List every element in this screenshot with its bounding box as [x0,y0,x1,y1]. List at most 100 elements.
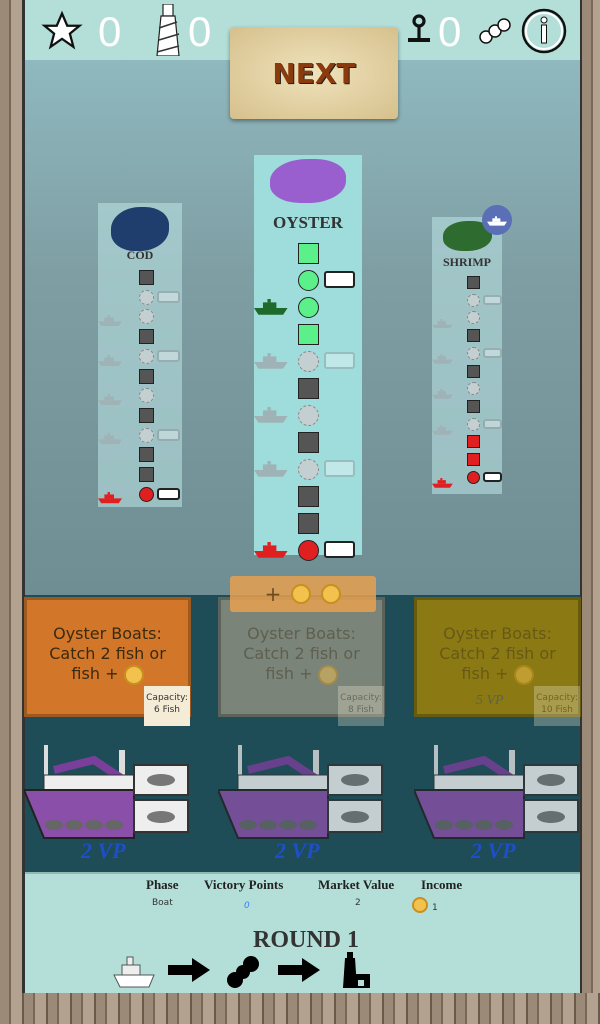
anchor-icon [408,14,430,42]
coin-icon [123,664,144,685]
plus-label: + [264,582,282,606]
track-square[interactable] [466,276,480,289]
market-value: 2 [355,898,361,908]
star-icon [41,10,83,50]
boat-icon [254,542,288,558]
capacity-text: Capacity: [340,693,382,703]
boat-vp: 2 VP [471,838,516,863]
track-circle[interactable] [466,293,480,307]
card-line: fish + [461,664,509,683]
phase-value: Boat [152,898,173,908]
boat-icon [98,390,122,406]
track-square[interactable] [297,486,319,507]
track-square[interactable] [138,407,154,423]
boat-icon [432,473,453,488]
track-circle[interactable] [297,297,319,318]
track-square[interactable] [138,447,154,463]
fish-roe-icon [227,956,259,988]
lighthouse-icon [343,952,370,988]
track-square[interactable] [297,432,319,453]
track-circle[interactable] [466,470,480,484]
track-circle[interactable] [466,346,480,360]
track-square[interactable] [138,467,154,482]
cod-icon [110,207,170,251]
track-circle[interactable] [138,309,154,325]
capacity-value: 10 Fish [541,705,573,715]
track-shrimp: SHRIMP [432,205,512,494]
lighthouse-count: 0 [188,8,212,55]
track-square[interactable] [466,399,480,413]
track-circle[interactable] [138,289,154,305]
license-icon [157,349,180,362]
track-square[interactable] [297,378,319,399]
capacity-label: Capacity:10 Fish [534,686,580,726]
boat-icon [432,349,453,364]
wood-frame-left [0,0,22,1024]
arrow-right-icon [278,958,320,982]
boat-badge-icon [482,205,512,235]
track-circle[interactable] [297,540,319,561]
track-square[interactable] [138,329,154,345]
star-count: 0 [98,8,122,55]
track-circle[interactable] [466,417,480,431]
boat-icon [432,420,453,435]
round-label: ROUND 1 [253,927,359,953]
oyster-boat[interactable] [216,745,384,840]
track-circle[interactable] [138,388,154,404]
track-circle[interactable] [297,270,319,291]
track-square[interactable] [297,513,319,534]
track-circle[interactable] [138,486,154,502]
info-icon[interactable] [520,7,568,55]
bonus-tab[interactable]: + [230,576,376,612]
capacity-label: Capacity:6 Fish [144,686,190,726]
capacity-label: Capacity: 8 Fish [338,686,384,726]
track-circle[interactable] [138,348,154,364]
track-circle[interactable] [466,382,480,396]
card-line: Oyster Boats: [443,624,552,643]
boat-vp: 2 VP [81,838,126,863]
track-circle[interactable] [138,427,154,443]
card-line: Catch 2 fish or [243,644,360,663]
license-icon [157,428,180,441]
anchor-count: 0 [438,8,462,55]
coin-icon [321,584,342,604]
card-line: Oyster Boats: [53,624,162,643]
track-square[interactable] [297,324,319,345]
track-square[interactable] [466,435,480,449]
track-square[interactable] [138,368,154,384]
track-title: OYSTER [273,213,343,232]
boat-icon [113,956,155,988]
oyster-boat[interactable] [22,745,190,840]
capacity-value: 8 Fish [347,705,374,715]
card-line: Oyster Boats: [247,624,356,643]
income-coin-icon [412,897,428,913]
track-circle[interactable] [297,351,319,372]
boat-icon [98,311,122,327]
boat-icon [432,313,453,329]
boat-icon [254,407,288,423]
track-circle[interactable] [297,459,319,480]
track-oyster: OYSTER [254,155,362,561]
track-square[interactable] [297,243,319,264]
lighthouse-icon [156,4,180,56]
boat-icon [254,353,288,369]
boat-icon [432,384,453,400]
track-circle[interactable] [466,311,480,325]
boat-icon [98,351,122,366]
track-square[interactable] [466,453,480,466]
wood-frame-right [582,0,600,1024]
card-line: Catch 2 fish or [49,644,166,663]
oyster-boat[interactable] [412,745,580,840]
market-header: Market Value [318,877,395,892]
boat-vp: 2 VP [275,838,320,863]
track-circle[interactable] [297,405,319,426]
next-button[interactable]: NEXT [230,27,398,119]
track-square[interactable] [466,364,480,378]
track-square[interactable] [466,329,480,343]
license-icon [482,347,503,359]
card-line: Catch 2 fish or [439,644,556,663]
track-square[interactable] [138,270,154,285]
